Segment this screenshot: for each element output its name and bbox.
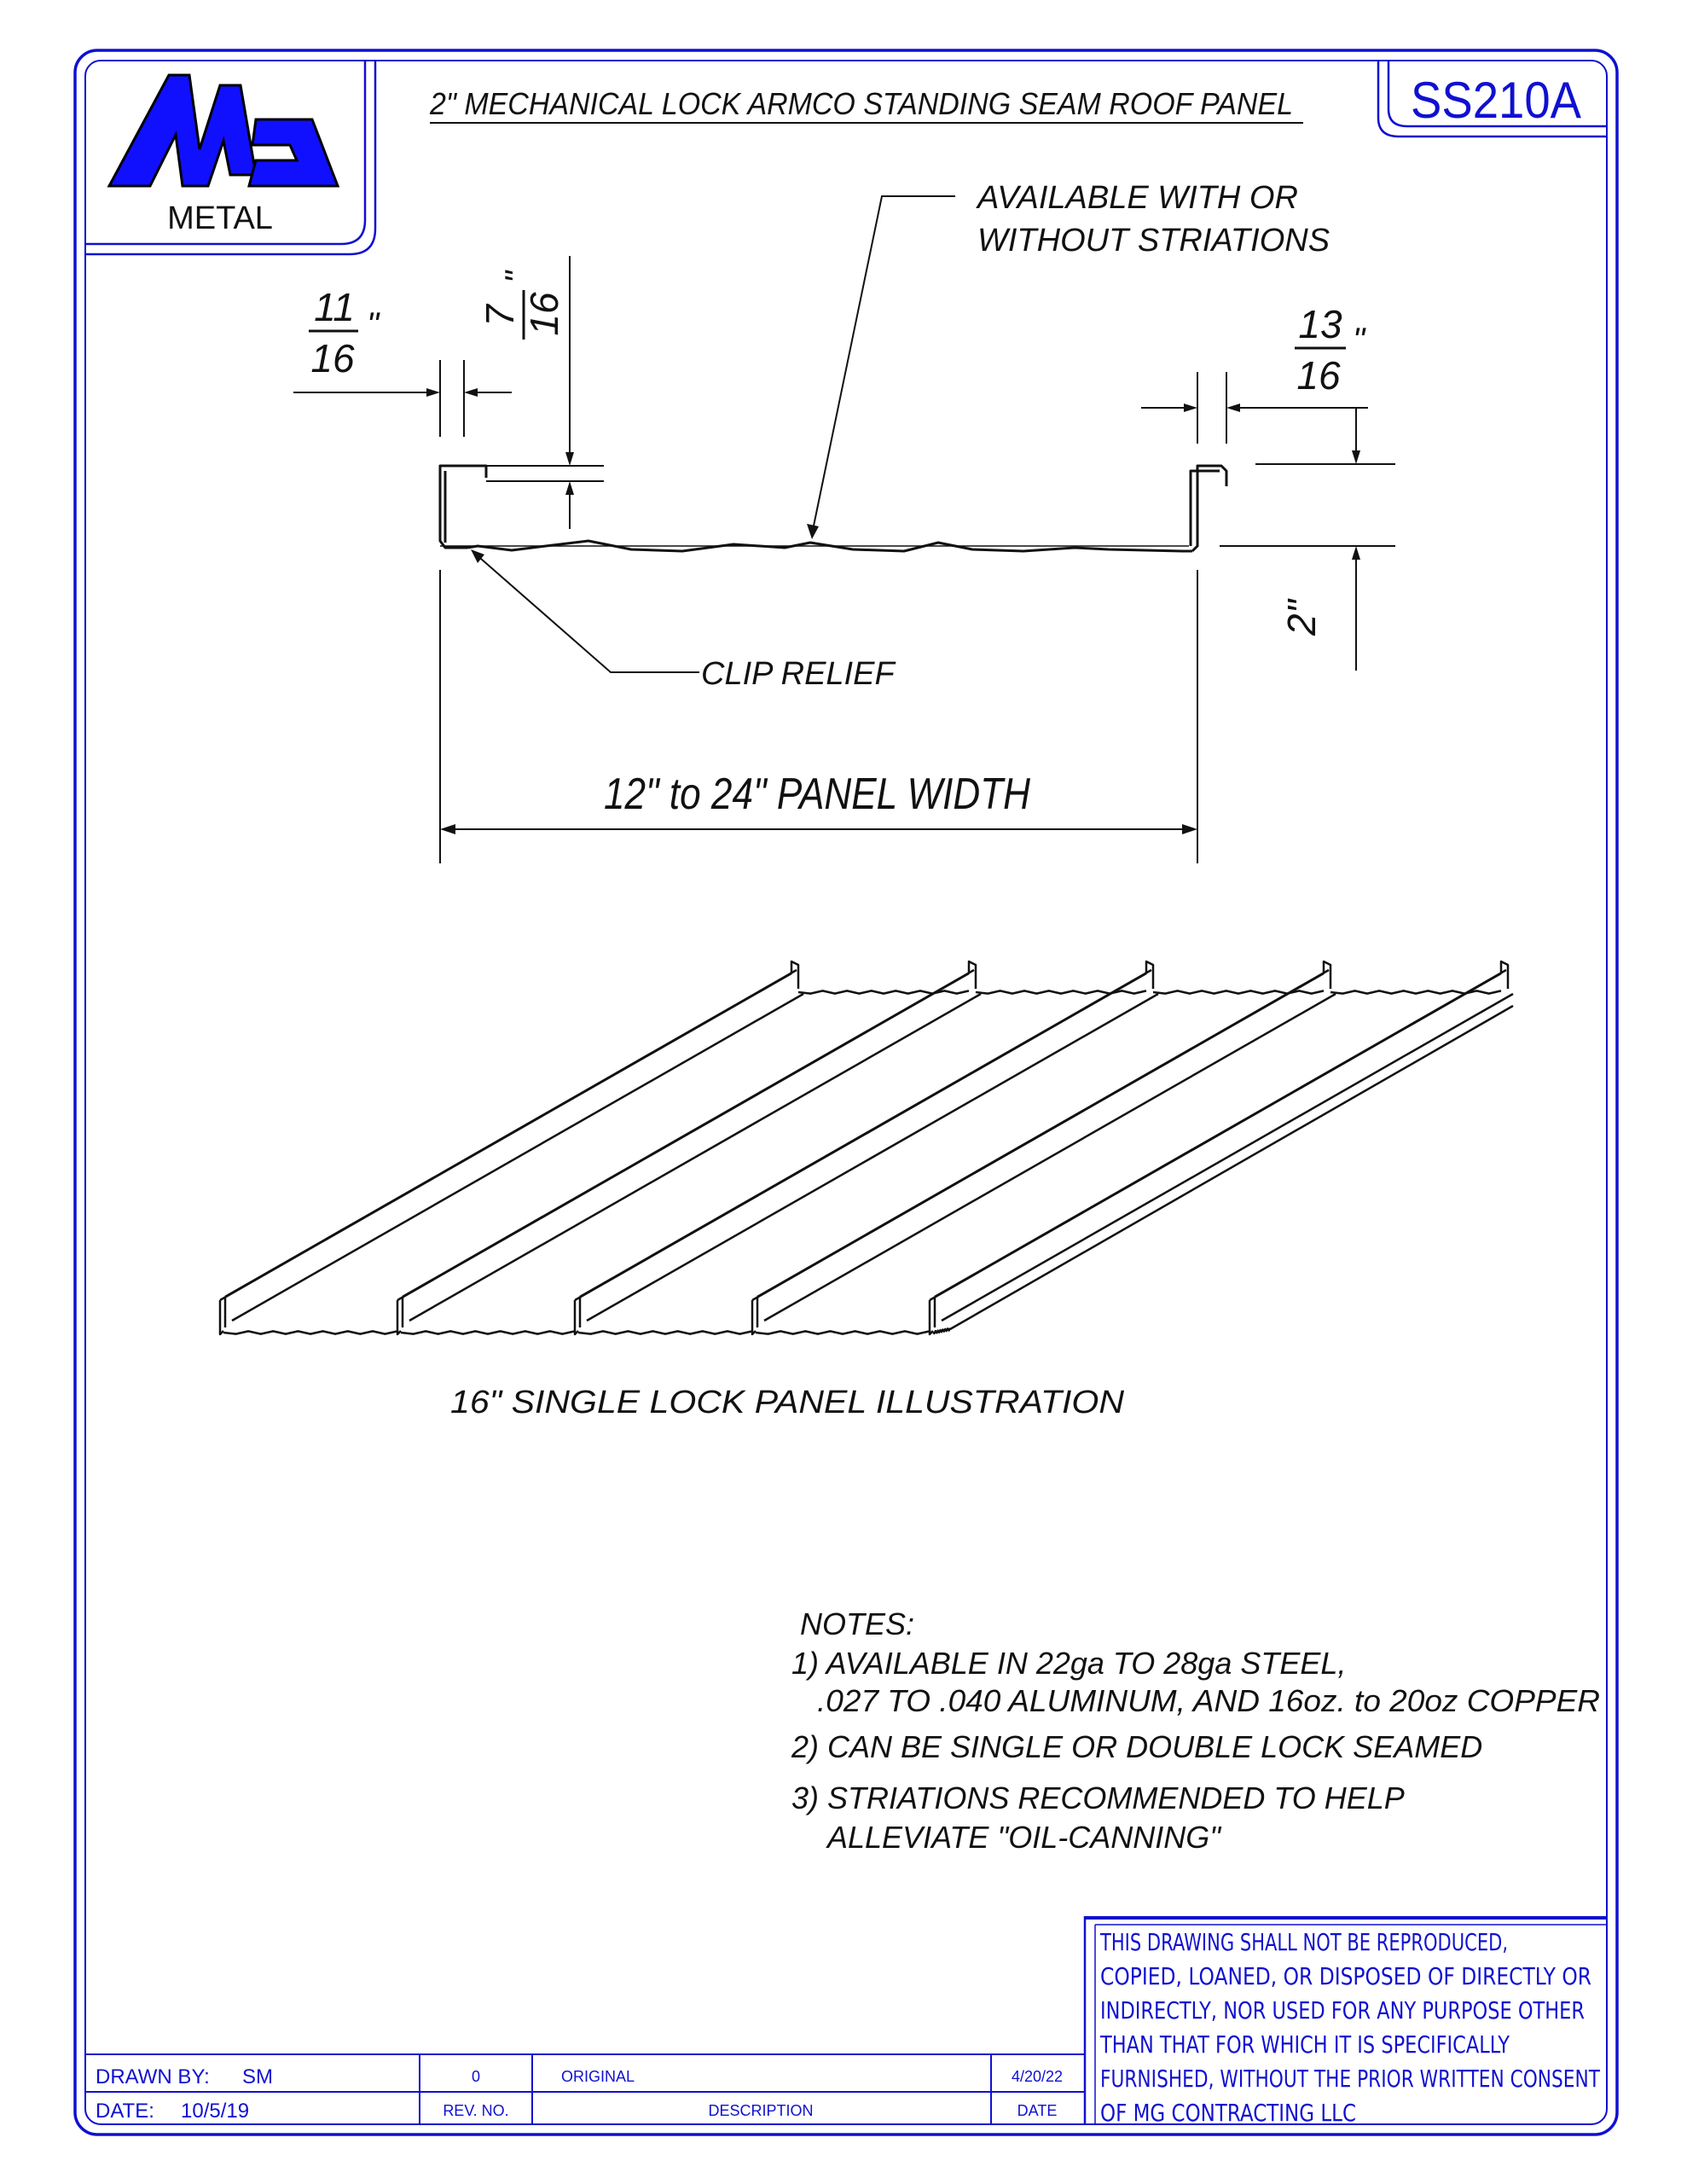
iso-seam-front-0 (218, 1300, 224, 1336)
iso-seam-ridge-b-2 (579, 968, 1152, 1298)
disclaimer-line-4: THAN THAT FOR WHICH IT IS SPECIFICALLY (1099, 2030, 1510, 2059)
svg-text:16: 16 (1296, 353, 1341, 398)
callout-striations-line2: WITHOUT STRIATIONS (977, 223, 1330, 258)
disclaimer-line-2: COPIED, LOANED, OR DISPOSED OF DIRECTLY … (1100, 1962, 1591, 1990)
iso-seam-front-4 (928, 1300, 934, 1336)
dim-left-fraction: 11 16 " (309, 285, 380, 380)
dim-right-fraction: 13 16 " (1295, 302, 1366, 398)
profile-left-seam (438, 464, 488, 549)
sheet-border (73, 49, 1619, 2136)
note-1b: .027 TO .040 ALUMINUM, AND 16oz. to 20oz… (817, 1683, 1600, 1718)
svg-text:": " (1353, 322, 1366, 359)
notes: NOTES: 1) AVAILABLE IN 22ga TO 28ga STEE… (791, 1606, 1600, 1855)
callout-clip-relief: CLIP RELIEF (701, 656, 896, 692)
iso-pan-back-3 (1330, 990, 1502, 995)
rev-date-value: 4/20/22 (1012, 2068, 1063, 2085)
iso-seam-back-3 (1322, 960, 1332, 989)
logo-m-shape (107, 73, 258, 188)
iso-seam-ridge-b-1 (402, 968, 975, 1298)
iso-seam-back-0 (790, 960, 800, 989)
rev-no-label: REV. NO. (443, 2102, 508, 2119)
rev-no-value: 0 (472, 2068, 480, 2085)
iso-seam-base-0 (231, 992, 804, 1322)
logo-text: METAL (167, 200, 273, 236)
profile-dimension-lines (293, 195, 1395, 863)
drawing-title: 2" MECHANICAL LOCK ARMCO STANDING SEAM R… (429, 86, 1293, 121)
iso-seam-base-1 (409, 992, 982, 1322)
iso-seam-front-2 (573, 1300, 579, 1336)
title-block-text: DRAWN BY: SM DATE: 10/5/19 0 REV. NO. OR… (96, 2065, 1063, 2123)
svg-text:16: 16 (310, 336, 355, 380)
iso-seam-front-3 (751, 1300, 757, 1336)
iso-pan-front-4 (932, 1327, 952, 1335)
svg-text:11: 11 (314, 285, 355, 329)
svg-text:13: 13 (1298, 302, 1342, 346)
date-label: DATE: (96, 2100, 154, 2123)
iso-pan-front-2 (577, 1330, 753, 1335)
iso-pan-back-1 (975, 990, 1147, 995)
iso-seam-back-1 (967, 960, 977, 989)
profile-right-seam (1191, 464, 1228, 553)
iso-pan-back-0 (797, 990, 970, 995)
note-2: 2) CAN BE SINGLE OR DOUBLE LOCK SEAMED (791, 1729, 1482, 1764)
iso-pan-front-3 (755, 1330, 930, 1335)
iso-seam-ridge-b-4 (934, 968, 1507, 1298)
description-value: ORIGINAL (561, 2068, 635, 2085)
svg-text:": " (367, 306, 380, 344)
disclaimer-line-6: OF MG CONTRACTING LLC (1100, 2099, 1356, 2127)
date-value: 10/5/19 (181, 2100, 249, 2123)
drawn-by-label: DRAWN BY: (96, 2065, 210, 2088)
rev-date-label: DATE (1017, 2102, 1058, 2119)
notes-heading: NOTES: (800, 1606, 914, 1641)
illustration-caption: 16" SINGLE LOCK PANEL ILLUSTRATION (450, 1385, 1125, 1420)
dim-top-fraction: 7 16 " (478, 270, 566, 340)
iso-seam-back-2 (1145, 960, 1155, 989)
mg-logo: METAL (107, 73, 340, 236)
description-label: DESCRIPTION (708, 2102, 813, 2119)
callout-striations-line1: AVAILABLE WITH OR (976, 180, 1298, 216)
title-block (85, 2053, 1085, 2124)
iso-pan-back-2 (1152, 990, 1325, 995)
logo-g-shape (247, 118, 340, 188)
note-3a: 3) STRIATIONS RECOMMENDED TO HELP (791, 1780, 1405, 1815)
iso-seam-front-1 (396, 1300, 402, 1336)
panel-width-label: 12" to 24" PANEL WIDTH (604, 770, 1030, 819)
panel-profile (438, 464, 1228, 553)
iso-edge-right (949, 1004, 1514, 1331)
dim-height: 2" (1279, 597, 1324, 636)
disclaimer-line-1: THIS DRAWING SHALL NOT BE REPRODUCED, (1099, 1928, 1508, 1956)
iso-seam-base-3 (763, 992, 1336, 1322)
svg-text:": " (499, 270, 536, 283)
note-3b: ALLEVIATE "OIL-CANNING" (826, 1820, 1222, 1855)
svg-text:7: 7 (478, 304, 522, 327)
disclaimer-line-5: FURNISHED, WITHOUT THE PRIOR WRITTEN CON… (1100, 2065, 1601, 2093)
iso-pan-front-0 (223, 1330, 398, 1335)
iso-pan-front-1 (400, 1330, 576, 1335)
iso-seam-base-4 (941, 992, 1514, 1322)
svg-text:16: 16 (522, 292, 566, 336)
disclaimer-box: THIS DRAWING SHALL NOT BE REPRODUCED, CO… (1083, 1916, 1607, 2127)
iso-seam-ridge-b-0 (224, 968, 797, 1298)
logo-box-frame (85, 61, 377, 256)
drawing-number-frame (1377, 61, 1607, 138)
iso-seam-ridge-b-3 (757, 968, 1330, 1298)
iso-seam-back-4 (1499, 960, 1510, 989)
panel-illustration (218, 960, 1514, 1336)
drawn-by-value: SM (242, 2065, 273, 2088)
note-1a: 1) AVAILABLE IN 22ga TO 28ga STEEL, (791, 1646, 1346, 1681)
drawing-number: SS210A (1411, 72, 1581, 129)
dimension-arrowheads (426, 388, 1360, 834)
disclaimer-line-3: INDIRECTLY, NOR USED FOR ANY PURPOSE OTH… (1100, 1996, 1585, 2024)
iso-seam-base-2 (586, 992, 1159, 1322)
